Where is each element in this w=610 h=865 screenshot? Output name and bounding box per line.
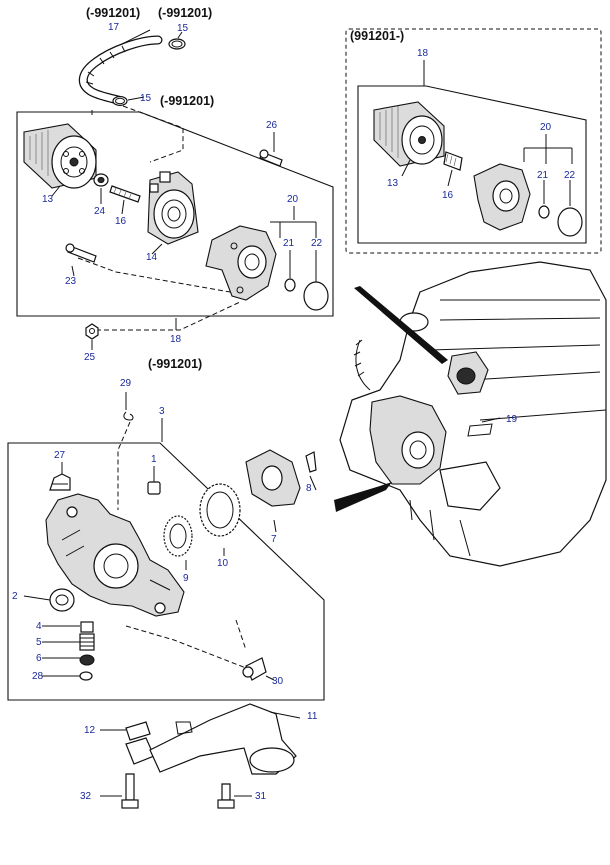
filter-group-frame <box>16 111 334 317</box>
oil-strainer-11 <box>125 703 297 775</box>
callout-9: 9 <box>183 573 189 584</box>
bushing-1 <box>147 481 161 495</box>
callout-16: 16 <box>115 216 127 227</box>
filter-gasket <box>93 173 109 187</box>
callout-19: 19 <box>506 414 518 425</box>
callout-28: 28 <box>32 671 44 682</box>
callout-25: 25 <box>84 352 96 363</box>
bracket-gasket-22 <box>303 281 329 311</box>
inset-inner-frame <box>357 85 587 244</box>
oil-filter <box>23 123 97 189</box>
cap-27 <box>49 473 71 491</box>
callout-inset-22: 22 <box>564 170 576 181</box>
callout-26: 26 <box>266 120 278 131</box>
plunger-4 <box>80 621 94 633</box>
oil-pump-body <box>45 493 185 617</box>
pump-callout-lines <box>23 392 317 797</box>
callout-10: 10 <box>217 558 229 569</box>
callout-7: 7 <box>271 534 277 545</box>
callout-22: 22 <box>311 238 323 249</box>
oil-cooler <box>147 171 199 245</box>
callout-14: 14 <box>146 252 158 263</box>
inner-gear-9 <box>163 515 193 557</box>
bolt-32 <box>121 773 139 809</box>
callout-23: 23 <box>65 276 77 287</box>
nut-25 <box>85 323 99 340</box>
callout-inset-13: 13 <box>387 178 399 189</box>
pump-group-frame <box>7 442 325 701</box>
engine-callout-19 <box>481 417 501 423</box>
callout-5: 5 <box>36 637 42 648</box>
pump-cover-7 <box>245 449 301 507</box>
caption-main: (-991201) <box>148 357 203 371</box>
callout-17: 17 <box>108 22 120 33</box>
callout-inset-21: 21 <box>537 170 549 181</box>
frames <box>7 28 602 701</box>
callout-13: 13 <box>42 194 54 205</box>
dowel-29 <box>123 411 134 421</box>
screw-8 <box>305 451 317 473</box>
callout-21: 21 <box>283 238 295 249</box>
callout-27: 27 <box>54 450 66 461</box>
inset-bracket <box>473 163 531 231</box>
callout-11: 11 <box>307 711 318 722</box>
callout-32: 32 <box>80 791 92 802</box>
hose-clamp-lower <box>112 95 128 107</box>
breather-hose <box>78 35 163 105</box>
callout-2: 2 <box>12 591 18 602</box>
caption-hose-left: (-991201) <box>86 6 141 20</box>
inset-oring <box>538 205 550 219</box>
bracket-bolt-23 <box>65 243 97 263</box>
plug-6 <box>79 654 95 666</box>
callout-31: 31 <box>255 791 267 802</box>
seal-2 <box>49 588 75 612</box>
inset-stud <box>443 151 463 171</box>
callout-1: 1 <box>151 454 157 465</box>
callout-29: 29 <box>120 378 132 389</box>
callout-6: 6 <box>36 653 42 664</box>
engine-block-view <box>334 261 607 567</box>
callout-inset-16: 16 <box>442 190 454 201</box>
bolt-31 <box>217 783 235 809</box>
callout-24: 24 <box>94 206 106 217</box>
hose-clamp-upper <box>168 38 186 50</box>
filter-callout-lines <box>51 29 317 350</box>
callout-inset-18: 18 <box>417 48 429 59</box>
callout-4: 4 <box>36 621 42 632</box>
callout-inset-20: 20 <box>540 122 552 133</box>
callout-12: 12 <box>84 725 96 736</box>
washer-28 <box>79 671 93 681</box>
caption-hose-right: (-991201) <box>158 6 213 20</box>
spring-5 <box>79 633 95 651</box>
callout-20: 20 <box>287 194 299 205</box>
inset-callout-lines <box>401 60 573 206</box>
filter-stud <box>109 185 141 203</box>
caption-inset: (991201-) <box>350 29 405 43</box>
filter-bracket <box>205 225 277 301</box>
cooler-bolt-26 <box>259 149 283 167</box>
callout-30: 30 <box>272 676 284 687</box>
callout-3: 3 <box>159 406 165 417</box>
inset-filter <box>373 101 445 167</box>
callout-15-upper: 15 <box>177 23 189 34</box>
strainer-gasket-12 <box>125 721 151 741</box>
callout-8: 8 <box>306 483 312 494</box>
bolt-30 <box>242 657 267 681</box>
callout-18: 18 <box>170 334 182 345</box>
caption-clamp: (-991201) <box>160 94 215 108</box>
callout-numbers: 17 15 15 26 13 24 16 14 20 21 22 23 18 2… <box>12 22 576 802</box>
outer-rotor-10 <box>199 483 241 537</box>
inset-gasket <box>557 207 583 237</box>
bracket-oring-21 <box>284 278 296 292</box>
callout-15-lower: 15 <box>140 93 152 104</box>
